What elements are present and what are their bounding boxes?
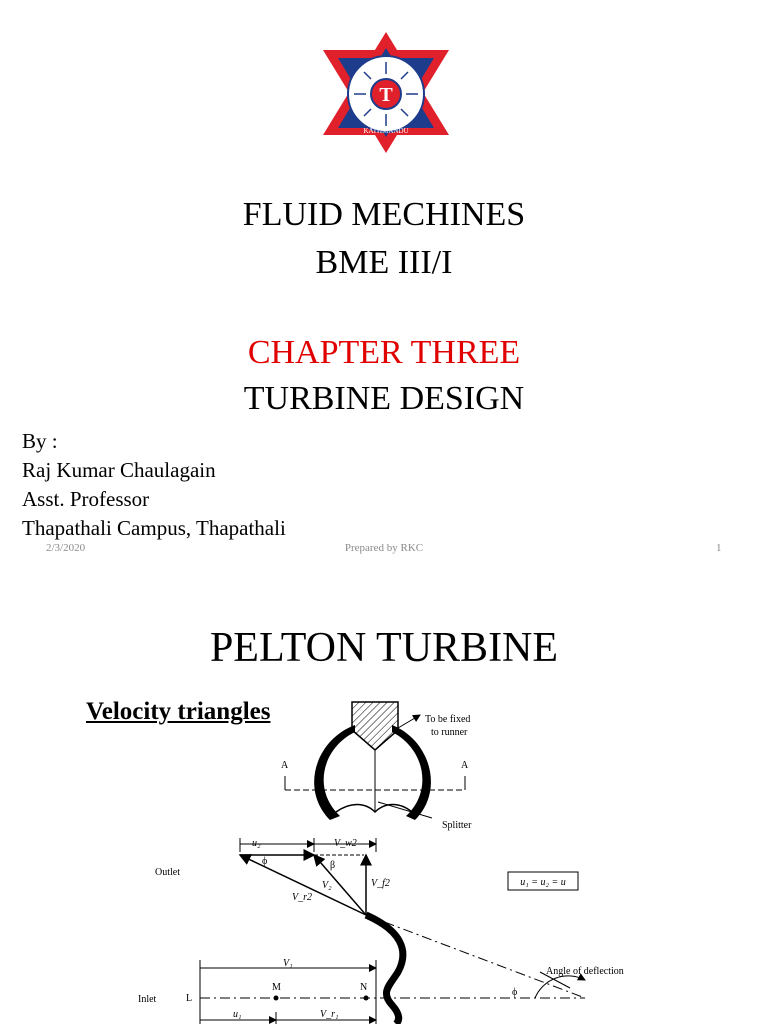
label-u1: u₁ bbox=[233, 1009, 241, 1020]
section-heading: Velocity triangles bbox=[86, 698, 271, 725]
bucket-drawing bbox=[284, 701, 466, 820]
label-section-a-right: A bbox=[461, 760, 469, 771]
svg-text:T: T bbox=[379, 84, 393, 106]
label-fixed-1: To be fixed bbox=[425, 714, 470, 725]
label-beta: β bbox=[330, 860, 335, 871]
label-point-l: L bbox=[186, 993, 192, 1004]
deflection-line bbox=[365, 914, 586, 999]
outlet-velocity-triangle bbox=[238, 838, 377, 916]
title-slide: T KATHMANDU NEPAL FLUID MECHINES BME III… bbox=[22, 32, 722, 554]
logo-text-kathmandu: KATHMANDU bbox=[363, 127, 408, 135]
label-vr1: V_r₁ bbox=[320, 1009, 338, 1020]
author-block: By : Raj Kumar Chaulagain Asst. Professo… bbox=[22, 427, 286, 543]
label-inlet: Inlet bbox=[138, 994, 157, 1005]
pelton-slide: PELTON TURBINE Velocity triangles To be … bbox=[0, 580, 768, 1024]
label-section-a-left: A bbox=[281, 760, 289, 771]
author-by-label: By : bbox=[22, 429, 58, 453]
footer-author: Prepared by RKC bbox=[344, 542, 424, 554]
equation-box: u₁ = u₂ = u bbox=[520, 877, 565, 888]
label-outlet: Outlet bbox=[155, 867, 180, 878]
chapter-heading: CHAPTER THREE bbox=[247, 334, 521, 371]
label-angle-of-deflection: Angle of deflection bbox=[546, 966, 624, 977]
label-point-m: M bbox=[272, 982, 281, 993]
university-logo: T KATHMANDU NEPAL bbox=[323, 32, 449, 153]
label-phi-inlet: ϕ bbox=[512, 987, 517, 998]
chapter-subtitle: TURBINE DESIGN bbox=[243, 380, 525, 417]
author-campus: Thapathali Campus, Thapathali bbox=[22, 516, 286, 540]
author-position: Asst. Professor bbox=[22, 487, 150, 511]
label-splitter: Splitter bbox=[442, 820, 472, 831]
label-v1: V₁ bbox=[283, 958, 293, 969]
label-point-n: N bbox=[360, 982, 367, 993]
inlet-velocity-triangle bbox=[199, 960, 585, 1024]
jet-curve bbox=[364, 911, 407, 1024]
course-code: BME III/I bbox=[315, 244, 453, 281]
label-vr2: V_r2 bbox=[292, 892, 312, 903]
footer-page-number: 1 bbox=[716, 542, 722, 554]
footer-date: 2/3/2020 bbox=[46, 542, 86, 554]
label-v2: V₂ bbox=[322, 880, 332, 891]
label-phi-outlet: ϕ bbox=[262, 856, 267, 867]
slide-title: PELTON TURBINE bbox=[209, 625, 559, 671]
label-vw2: V_w2 bbox=[334, 838, 357, 849]
author-name: Raj Kumar Chaulagain bbox=[22, 458, 216, 482]
logo-text-nepal: NEPAL bbox=[415, 138, 434, 144]
label-vf2: V_f2 bbox=[371, 878, 390, 889]
label-u2: u₂ bbox=[252, 838, 261, 849]
velocity-triangle-diagram: To be fixed to runner Splitter A A Outle… bbox=[138, 701, 624, 1024]
label-fixed-2: to runner bbox=[431, 727, 468, 738]
course-title: FLUID MECHINES bbox=[242, 196, 526, 233]
